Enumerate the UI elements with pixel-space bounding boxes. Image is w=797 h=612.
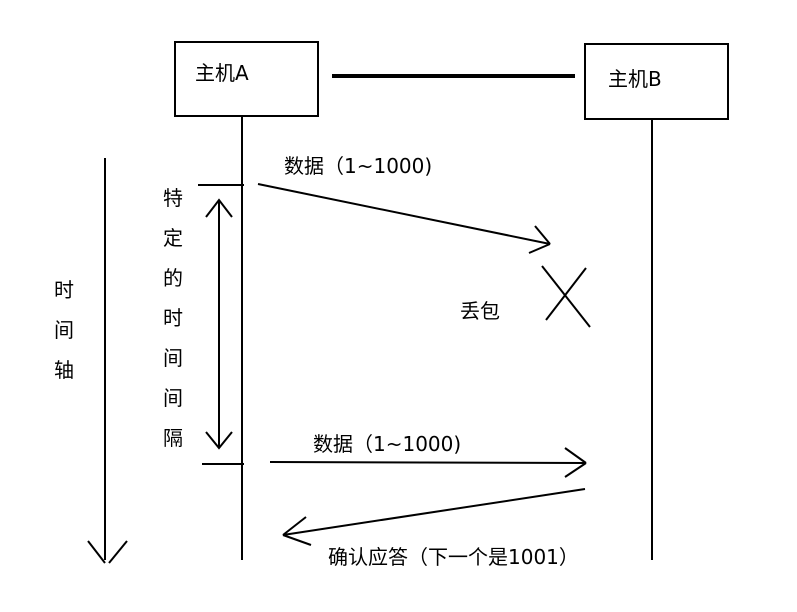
message-1-label: 数据（1~1000) — [284, 154, 433, 178]
host-b-label: 主机B — [608, 67, 662, 91]
vertical-char: 隔 — [163, 426, 183, 450]
vertical-char: 轴 — [54, 358, 74, 382]
vertical-char: 定 — [163, 226, 183, 250]
host-b-box — [584, 43, 729, 120]
ack-label: 确认应答（下一个是1001） — [328, 545, 579, 569]
message-2-arrow — [269, 447, 587, 478]
vertical-char: 间 — [163, 386, 183, 410]
vertical-char: 间 — [163, 346, 183, 370]
time-axis-label: 时间轴 — [52, 270, 76, 390]
ack-arrow — [282, 488, 586, 546]
vertical-char: 特 — [163, 186, 183, 210]
packet-loss-label: 丢包 — [460, 299, 500, 323]
time-axis-arrow — [87, 158, 128, 564]
packet-loss-mark — [541, 265, 591, 328]
interval-arrow — [205, 198, 233, 450]
vertical-char: 时 — [163, 306, 183, 330]
message-2-label: 数据（1~1000) — [313, 432, 462, 456]
message-1-arrow — [257, 183, 551, 254]
host-a-box — [174, 41, 319, 117]
vertical-char: 的 — [163, 266, 183, 290]
interval-label: 特定的时间间隔 — [161, 178, 185, 458]
vertical-char: 时 — [54, 278, 74, 302]
vertical-char: 间 — [54, 318, 74, 342]
host-a-label: 主机A — [195, 61, 249, 85]
